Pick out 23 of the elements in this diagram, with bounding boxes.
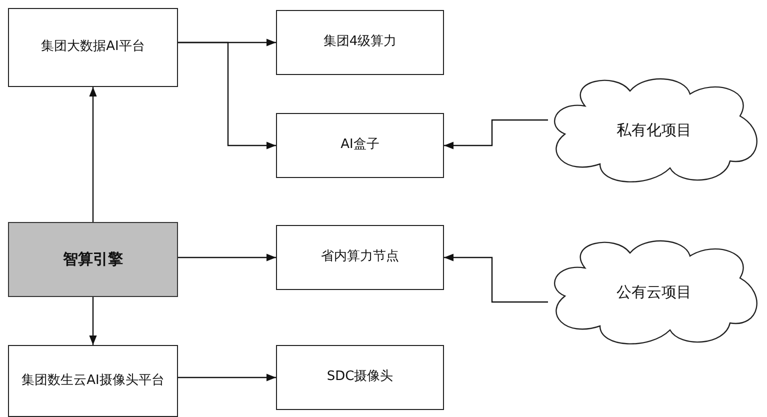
arrow [178,254,276,262]
process-box [276,225,444,290]
node-label: AI盒子 [340,136,380,154]
node-label: 私有化项目 [616,120,692,141]
arrow [178,42,276,150]
node-label: 省内算力节点 [321,248,399,266]
arrow [178,374,276,382]
process-box [8,345,178,417]
process-box [276,113,444,178]
arrow [444,254,548,303]
engine-box [8,222,178,297]
node-label: 智算引擎 [63,249,123,270]
node-label: 集团数生云AI摄像头平台 [22,372,164,390]
arrow [89,87,97,222]
node-label: 集团4级算力 [323,33,397,52]
process-box [8,8,178,87]
arrow [89,297,97,345]
node-label: SDC摄像头 [326,368,394,386]
node-label: 公有云项目 [616,282,692,303]
node-label: 集团大数据AI平台 [41,38,145,56]
arrow [444,119,548,150]
process-box [276,345,444,410]
process-box [276,10,444,75]
